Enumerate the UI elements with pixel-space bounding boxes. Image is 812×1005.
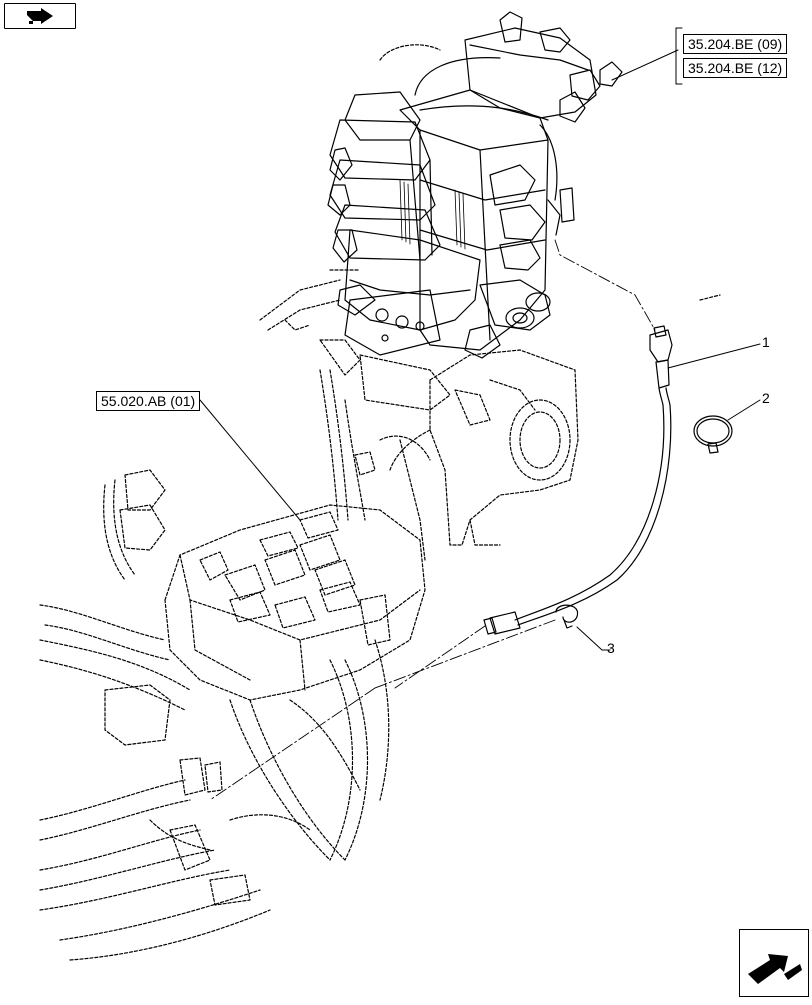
cab-wiring-harness [39, 369, 431, 961]
leader-lines [199, 27, 761, 651]
ref-label-valve-12[interactable]: 35.204.BE (12) [683, 58, 788, 78]
ref-label-harness-01[interactable]: 55.020.AB (01) [96, 391, 201, 411]
cable-tie-part-2 [693, 415, 733, 454]
harness-lead-part-1 [483, 325, 673, 635]
callout-item-3: 3 [607, 640, 615, 656]
callout-item-1: 1 [762, 334, 770, 350]
back-arrow-glyph [27, 8, 53, 24]
next-arrow-icon[interactable] [739, 929, 809, 997]
ref-label-valve-09[interactable]: 35.204.BE (09) [683, 34, 788, 54]
control-valve-assembly [327, 11, 623, 359]
routing-lines [209, 239, 656, 801]
next-arrow-glyph [748, 954, 802, 984]
callout-item-2: 2 [762, 390, 770, 406]
back-arrow-icon[interactable] [4, 3, 76, 29]
transmission-housing [259, 269, 721, 546]
clip-part-3 [555, 604, 579, 629]
